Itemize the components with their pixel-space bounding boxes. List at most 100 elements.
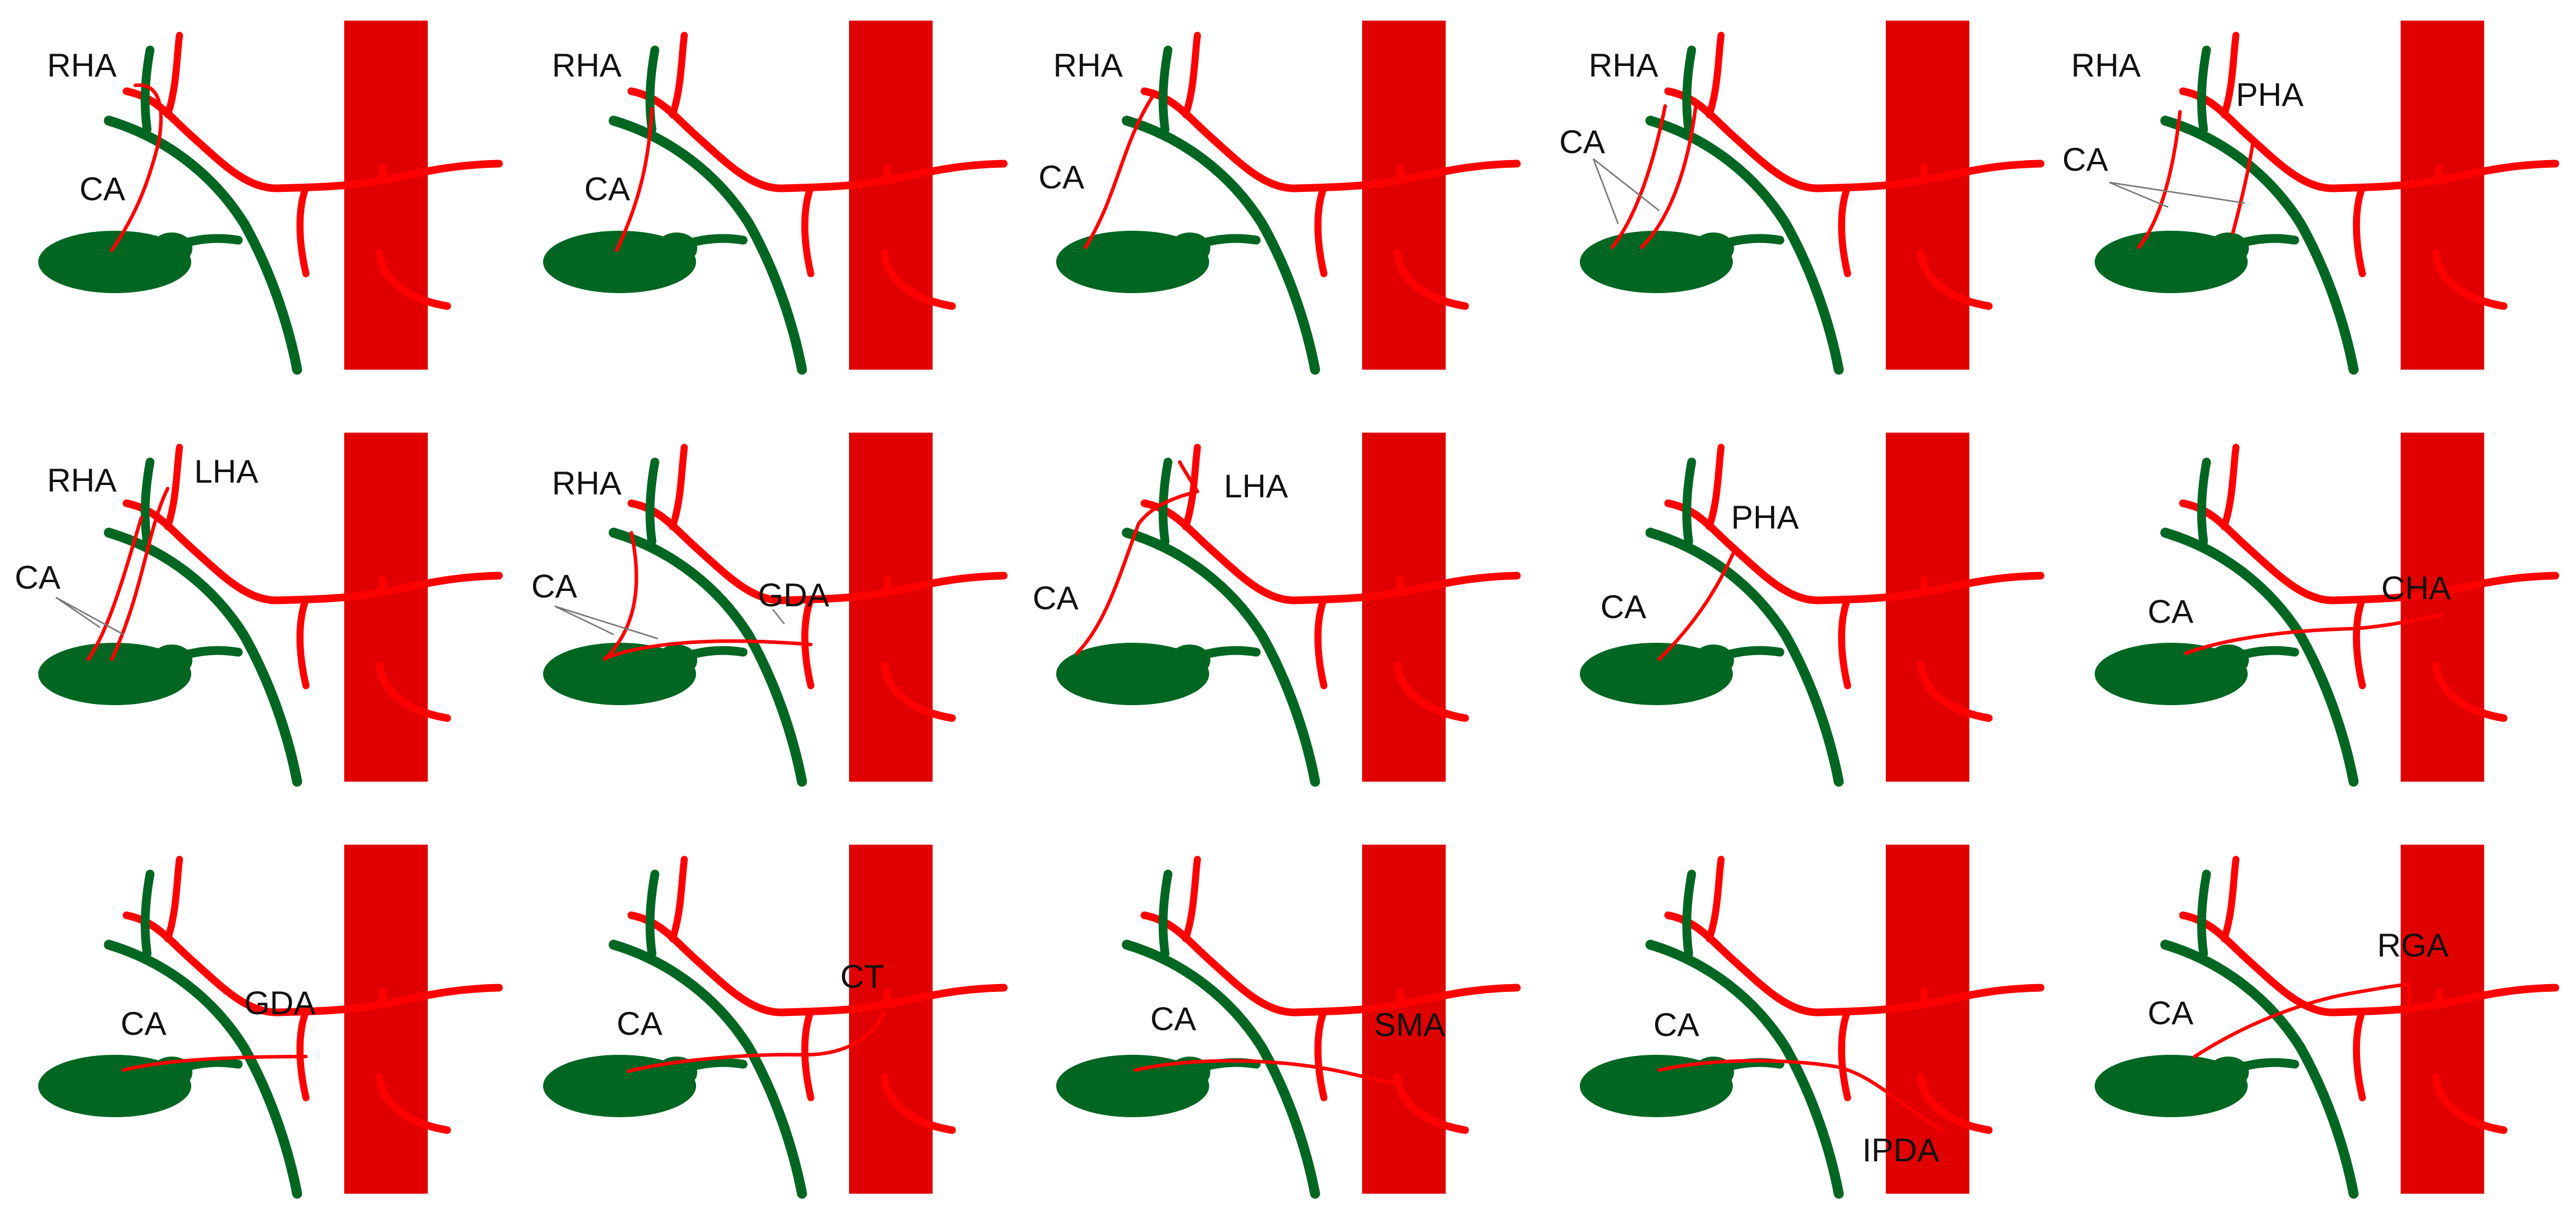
- aorta: [1886, 21, 1969, 370]
- left-hepatic-artery: [164, 32, 183, 118]
- leader-line-2: [554, 605, 658, 640]
- left-hepatic-artery: [1706, 856, 1725, 942]
- aorta: [344, 21, 428, 370]
- common-hepatic-duct: [1121, 115, 1320, 375]
- gallbladder-neck: [2208, 232, 2249, 264]
- gastroduodenal-artery: [2352, 1008, 2366, 1101]
- label-ca: CA: [121, 1005, 167, 1042]
- label-rha: RHA: [47, 46, 117, 84]
- leader-line-2: [55, 596, 124, 636]
- gastroduodenal-artery: [801, 1008, 814, 1101]
- leader-line-2: [1593, 158, 1660, 211]
- cystic-artery-course-1: [627, 1011, 886, 1073]
- right-hepatic-duct: [2197, 869, 2211, 958]
- common-hepatic-duct: [2160, 939, 2359, 1199]
- gallbladder-neck: [1169, 645, 1210, 676]
- right-hepatic-duct: [1159, 45, 1173, 134]
- right-hepatic-duct: [1159, 457, 1173, 546]
- hepatic-artery-trunk: [1140, 87, 1521, 192]
- cystic-artery-course-1: [2137, 110, 2182, 249]
- aorta: [2401, 21, 2484, 370]
- gastroduodenal-artery: [296, 184, 309, 277]
- gallbladder-neck: [656, 645, 697, 676]
- hepatic-artery-trunk: [1664, 87, 2045, 192]
- cystic-artery-course-2: [1640, 104, 1698, 249]
- left-hepatic-artery: [2221, 856, 2239, 942]
- gastroduodenal-artery: [2352, 184, 2366, 277]
- hepatic-artery-trunk: [1664, 499, 2045, 604]
- gallbladder-neck: [151, 232, 192, 264]
- left-hepatic-artery: [1182, 32, 1201, 118]
- gastroduodenal-artery: [1314, 184, 1327, 277]
- label-ct: CT: [840, 958, 884, 995]
- right-hepatic-duct: [141, 457, 155, 546]
- cystic-artery-course-2: [603, 639, 813, 660]
- cystic-artery-course-1: [1075, 490, 1199, 655]
- left-hepatic-artery: [669, 32, 688, 118]
- gallbladder-neck: [2208, 645, 2249, 676]
- superior-mesenteric-artery: [375, 661, 451, 722]
- hepatic-artery-trunk: [1140, 911, 1521, 1017]
- label-ipda: IPDA: [1862, 1131, 1939, 1168]
- gallbladder-neck: [1169, 232, 1210, 264]
- leader-line-1: [1592, 158, 1619, 224]
- left-hepatic-artery: [669, 444, 688, 530]
- aorta: [2401, 433, 2484, 782]
- superior-mesenteric-artery: [1917, 661, 1993, 722]
- hepatic-artery-trunk: [627, 911, 1008, 1017]
- label-ca: CA: [1653, 1006, 1699, 1043]
- superior-mesenteric-artery: [1393, 661, 1469, 722]
- label-sma: SMA: [1374, 1006, 1446, 1043]
- cystic-artery-course-1: [86, 516, 143, 661]
- right-hepatic-duct: [141, 45, 155, 134]
- label-rha: RHA: [2071, 46, 2141, 84]
- gallbladder-neck: [1693, 232, 1734, 264]
- hepatic-artery-trunk: [2179, 911, 2560, 1017]
- label-ca: CA: [1559, 123, 1605, 160]
- gallbladder-neck: [1693, 645, 1734, 676]
- left-hepatic-artery: [2221, 444, 2239, 530]
- cystic-artery-course-1: [1084, 95, 1154, 249]
- leader-line-1: [554, 605, 614, 636]
- aorta: [344, 845, 428, 1194]
- label-rha: RHA: [1589, 46, 1659, 84]
- cystic-artery-course-2: [110, 487, 169, 661]
- aorta: [2401, 845, 2484, 1194]
- cystic-artery-course-1: [615, 107, 654, 252]
- label-ca: CA: [584, 170, 630, 207]
- label-rga: RGA: [2377, 926, 2449, 964]
- cystic-artery-course-1: [110, 83, 163, 252]
- common-hepatic-duct: [1645, 527, 1844, 787]
- gastroduodenal-artery: [1838, 184, 1851, 277]
- gastroduodenal-artery: [1314, 1008, 1327, 1101]
- right-hepatic-duct: [2197, 45, 2211, 134]
- hepatic-artery-trunk: [2179, 499, 2560, 604]
- common-hepatic-duct: [608, 115, 807, 375]
- aorta: [849, 845, 933, 1194]
- gastroduodenal-artery: [801, 184, 814, 277]
- label-rha: RHA: [47, 461, 117, 499]
- aorta: [1886, 845, 1969, 1194]
- gastroduodenal-artery: [296, 596, 309, 689]
- superior-mesenteric-artery: [880, 249, 956, 310]
- left-hepatic-artery: [164, 444, 183, 530]
- superior-mesenteric-artery: [880, 661, 956, 722]
- cystic-artery-course-2: [2231, 137, 2255, 234]
- left-hepatic-artery: [164, 856, 183, 942]
- hepatic-artery-trunk: [1140, 499, 1521, 604]
- aorta: [849, 21, 933, 370]
- label-ca: CA: [1600, 588, 1646, 625]
- label-lha: LHA: [1224, 467, 1289, 504]
- aorta: [1362, 433, 1446, 782]
- right-hepatic-duct: [1682, 45, 1696, 134]
- label-rha: RHA: [552, 464, 622, 501]
- hepatic-artery-trunk: [627, 87, 1008, 192]
- cystic-artery-course-1: [1658, 546, 1738, 661]
